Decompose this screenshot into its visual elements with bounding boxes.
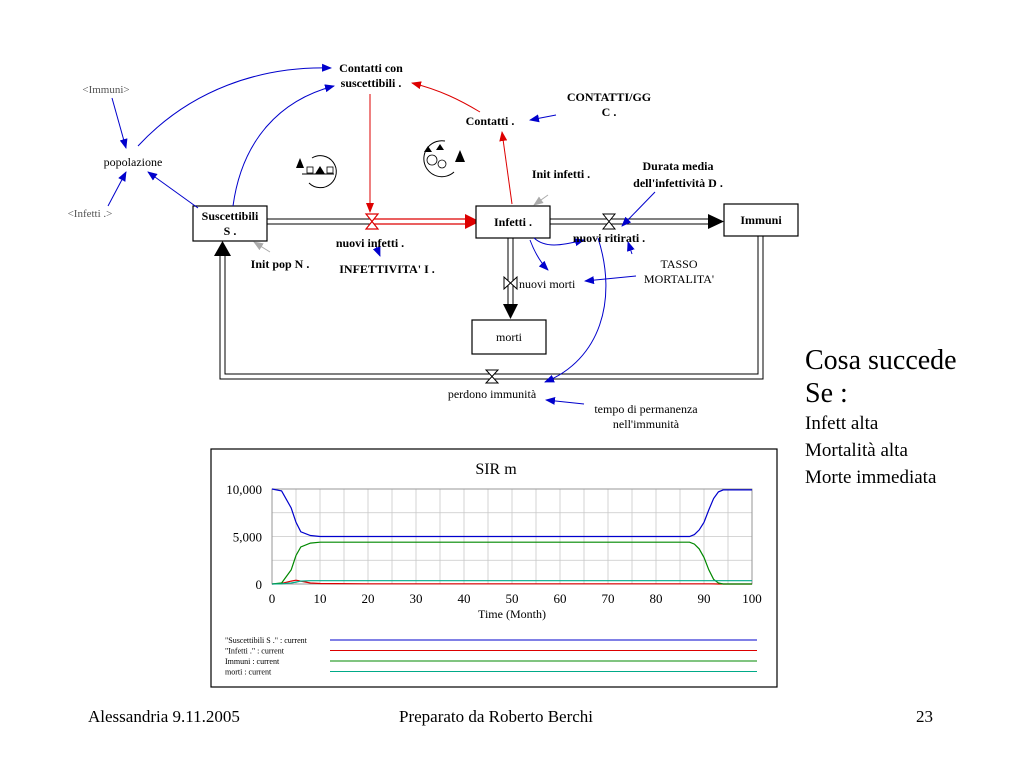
var-tasso-mortalita-line2: MORTALITA'	[644, 272, 714, 286]
x-tick-label: 60	[554, 591, 567, 606]
caption-line-3: Infett alta	[805, 413, 879, 434]
valve-nuovi-morti	[503, 275, 518, 291]
var-init-infetti: Init infetti .	[532, 167, 590, 181]
legend-label-3: morti : current	[225, 668, 272, 677]
chart-xlabel: Time (Month)	[478, 607, 546, 621]
arrow-tempo-to-perdono	[545, 396, 585, 405]
arrow-contatti-to-contatti-con-suscettibili	[411, 81, 481, 113]
flow-pipe-i-to-morti	[503, 238, 518, 319]
stock-infetti-box	[475, 205, 551, 239]
x-tick-label: 50	[506, 591, 519, 606]
var-tempo-permanenza-line2: nell'immunità	[613, 417, 680, 431]
x-tick-label: 20	[362, 591, 375, 606]
x-tick-label: 40	[458, 591, 471, 606]
flow-perdono-immunita-label: perdono immunità	[448, 387, 537, 401]
var-contatti-con-suscettibili-line2: suscettibili .	[341, 76, 402, 90]
right-caption: Cosa succede Se : Infett alta Mortalità …	[805, 344, 1015, 491]
var-contatti: Contatti .	[466, 114, 515, 128]
arrow-infetti-shadow-to-popolazione	[107, 171, 127, 207]
var-immuni-shadow: <Immuni>	[82, 84, 129, 96]
var-contatti-con-suscettibili: Contatti con	[339, 61, 403, 75]
caption-line-5: Morte immediata	[805, 467, 937, 488]
series-line-1	[271, 579, 752, 585]
var-popolazione: popolazione	[104, 155, 163, 169]
sir-chart: SIR m Time (Month) 0 10 20 30 40 50 60 70 80 90 10…	[210, 448, 778, 688]
stock-morti-label: morti	[496, 330, 523, 344]
x-tick-label: 10	[314, 591, 327, 606]
caption-line-1: Cosa succede	[805, 345, 957, 376]
flow-pipe-i-to-immuni	[550, 214, 724, 229]
arrow-popolazione-to-contatti	[137, 63, 332, 147]
stock-morti-box	[471, 319, 547, 355]
x-tick-label: 90	[698, 591, 711, 606]
arrow-infettivita-to-nuovi-infetti	[372, 245, 381, 257]
var-init-pop: Init pop N .	[251, 257, 310, 271]
chart-title: SIR m	[475, 461, 517, 478]
arrow-tasso-to-nuovi-ritirati	[627, 241, 635, 255]
chart-y-ticks: 0 5,000 10,000	[226, 482, 262, 592]
flow-nuovi-ritirati-label: nuovi ritirati .	[573, 231, 645, 245]
caption-line-2: Se :	[805, 378, 848, 409]
var-contatti-gg-line2: C .	[602, 105, 617, 119]
x-tick-label: 100	[742, 591, 762, 606]
arrow-infetti-to-nuovi-ritirati	[533, 237, 585, 247]
series-line-2	[271, 541, 752, 585]
arrow-durata-to-nuovi-ritirati	[621, 191, 656, 227]
chart-x-ticks: 0 10 20 30 40 50 60 70 80 90 100	[269, 591, 762, 606]
flow-nuovi-infetti-label: nuovi infetti .	[336, 236, 404, 250]
footer-left: Alessandria 9.11.2005	[88, 707, 240, 726]
arrow-infetti-to-contatti	[499, 131, 513, 205]
var-durata-media-line2: dell'infettività D .	[633, 176, 723, 190]
valve-nuovi-infetti	[364, 213, 380, 230]
legend-label-0: "Suscettibili S ." : current	[225, 636, 308, 645]
stock-infetti-label: Infetti .	[494, 215, 532, 229]
valve-nuovi-ritirati	[601, 213, 617, 230]
arrow-contatti-gg-to-contatti	[529, 114, 557, 123]
stock-suscettibili-label-line2: S .	[224, 224, 237, 238]
series-line-0	[271, 488, 752, 538]
y-tick-label: 10,000	[226, 482, 262, 497]
var-contatti-gg: CONTATTI/GG	[567, 90, 651, 104]
stock-suscettibili-box	[192, 205, 268, 242]
caption-line-4: Mortalità alta	[805, 440, 908, 461]
stock-immuni-box	[723, 203, 799, 237]
arrow-suscettibili-to-contatti	[232, 84, 335, 207]
y-tick-label: 0	[256, 577, 263, 592]
arrow-init-pop-to-suscettibili	[253, 241, 271, 253]
arrow-suscettibili-to-popolazione	[147, 171, 199, 209]
legend-label-1: "Infetti ." : current	[225, 647, 285, 656]
arrow-init-infetti-to-infetti	[533, 194, 549, 206]
chart-plot-area	[271, 488, 752, 585]
arrow-immuni-shadow-to-popolazione	[111, 97, 128, 149]
stock-immuni-label: Immuni	[740, 213, 782, 227]
x-tick-label: 80	[650, 591, 663, 606]
var-durata-media: Durata media	[643, 159, 714, 173]
arrow-immuni-to-perdono	[544, 237, 607, 383]
var-tasso-mortalita: TASSO	[660, 257, 697, 271]
valve-perdono-immunita	[484, 369, 500, 384]
flow-nuovi-morti-label: nuovi morti	[519, 277, 576, 291]
arrow-infetti-to-nuovi-morti	[529, 239, 549, 271]
var-tempo-permanenza: tempo di permanenza	[594, 402, 698, 416]
series-line-3	[271, 580, 752, 585]
stock-suscettibili-label: Suscettibili	[202, 209, 259, 223]
footer-center: Preparato da Roberto Berchi	[399, 707, 594, 726]
arrow-tasso-to-nuovi-morti	[584, 275, 637, 285]
chart-legend: "Suscettibili S ." : current "Infetti ." …	[225, 636, 757, 677]
var-infetti-shadow: <Infetti .>	[68, 208, 113, 220]
x-tick-label: 70	[602, 591, 615, 606]
reinforcing-loop-icon	[423, 140, 465, 178]
flow-pipe-s-to-i	[267, 214, 480, 229]
var-infettivita: INFETTIVITA' I .	[339, 262, 434, 276]
footer-page-number: 23	[916, 707, 933, 726]
legend-label-2: Immuni : current	[225, 657, 280, 666]
x-tick-label: 0	[269, 591, 276, 606]
balancing-loop-icon	[296, 155, 337, 189]
y-tick-label: 5,000	[233, 530, 262, 545]
x-tick-label: 30	[410, 591, 423, 606]
